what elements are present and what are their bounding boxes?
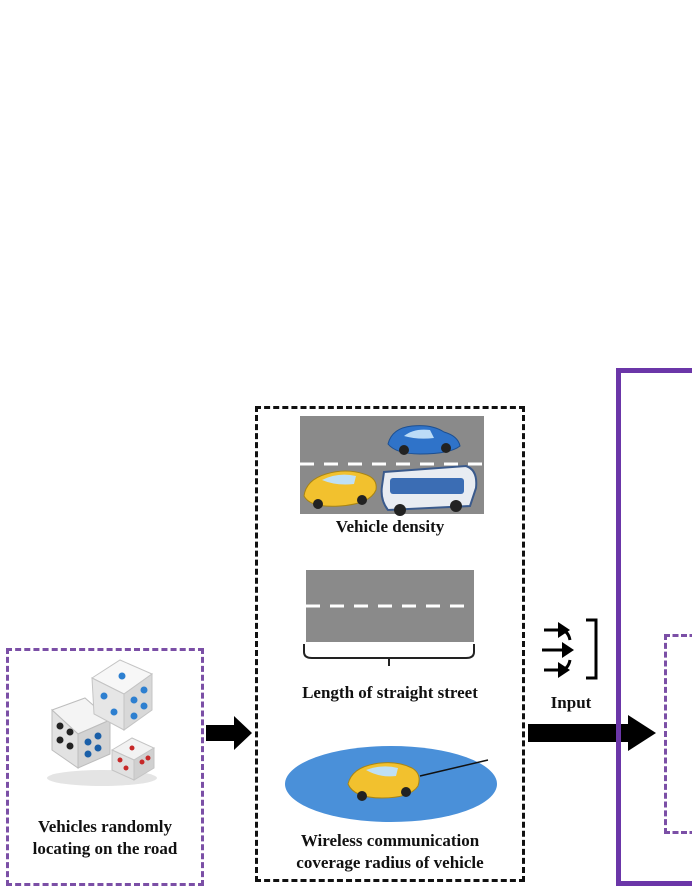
dice-icon — [47, 659, 157, 786]
coverage-radius-label-line2: coverage radius of vehicle — [296, 853, 484, 872]
street-length-label: Length of straight street — [302, 683, 478, 702]
taxi-icon — [303, 470, 377, 509]
model-box — [616, 368, 692, 886]
random-placement-label-line1: Vehicles randomly — [38, 817, 172, 836]
bus-icon — [380, 464, 478, 516]
vehicle-density-label: Vehicle density — [335, 517, 445, 536]
merge-input-icon — [542, 618, 598, 680]
coverage-radius-label: Wireless communication coverage radius o… — [260, 830, 520, 874]
random-placement-box — [6, 648, 204, 886]
blue-car-icon — [387, 425, 461, 455]
vehicle-density-image — [300, 416, 484, 516]
arrow-right-icon — [206, 716, 252, 750]
inner-process-box — [664, 634, 692, 834]
coverage-radius-image — [285, 746, 497, 822]
taxi-icon — [347, 762, 420, 801]
random-placement-label: Vehicles randomly locating on the road — [8, 816, 202, 860]
random-placement-label-line2: locating on the road — [32, 839, 178, 858]
input-label: Input — [550, 693, 592, 712]
arrow-right-icon — [528, 715, 656, 751]
coverage-radius-label-line1: Wireless communication — [300, 831, 480, 850]
straight-street-image — [303, 570, 475, 666]
parameters-box — [255, 406, 525, 882]
